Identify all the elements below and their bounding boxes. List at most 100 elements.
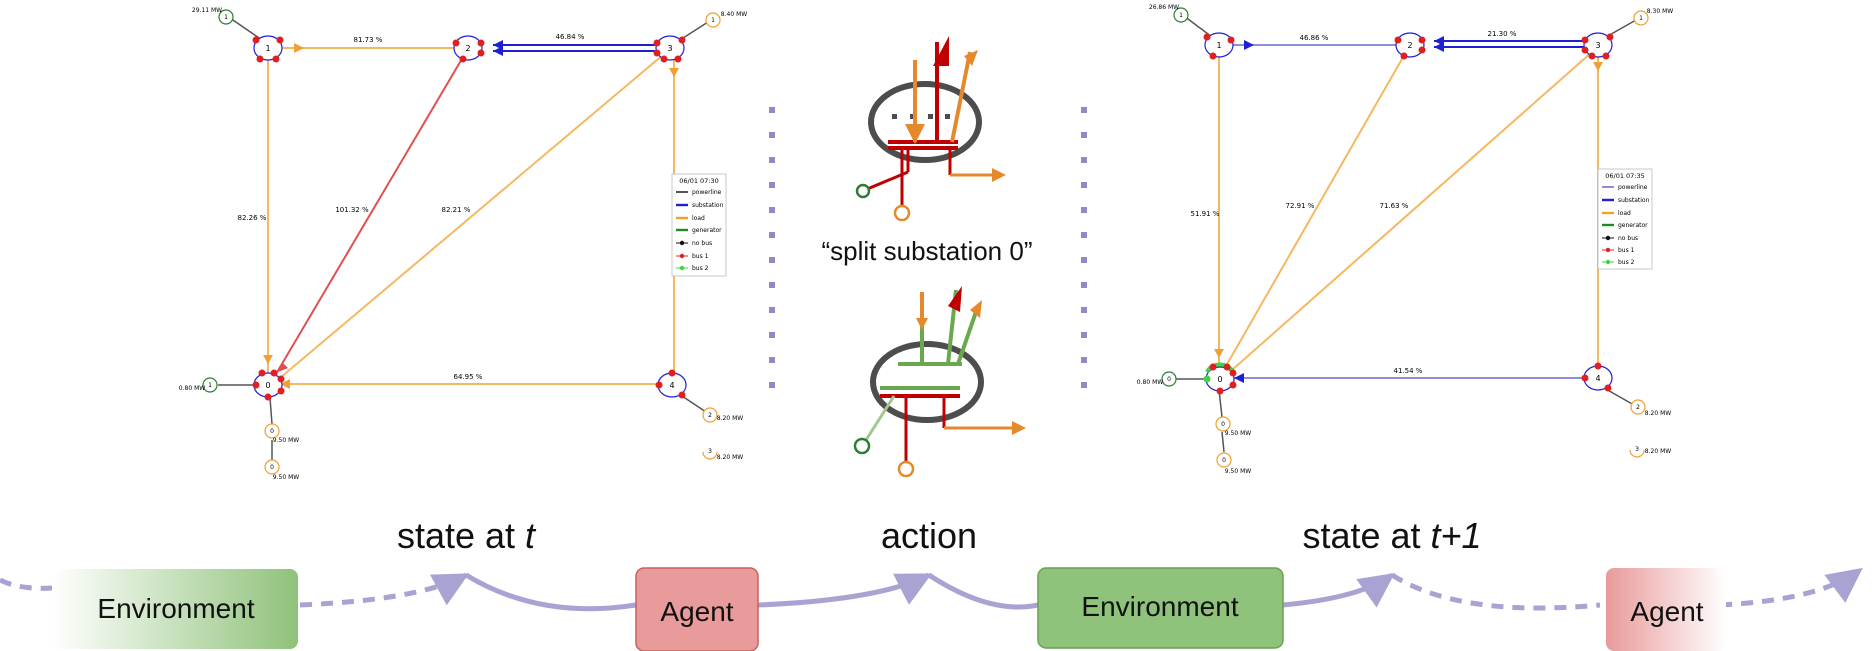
substation-node-3: 3: [653, 35, 686, 63]
line-label: 82.26 %: [238, 214, 267, 222]
caption-state-t1-prefix: state at: [1302, 515, 1430, 556]
legend-box: 06/01 07:30 powerline substation load ge…: [671, 173, 727, 277]
mw-label: 8.30 MW: [1647, 8, 1673, 15]
node-label: 0: [1217, 375, 1222, 384]
line-label: 64.95 %: [454, 373, 483, 381]
substation-node-2: 2: [1394, 32, 1426, 60]
line-label: 72.91 %: [1286, 202, 1315, 210]
small-node-label: 1: [711, 17, 715, 24]
substation-node-2: 2: [452, 35, 485, 63]
gen-link: [1183, 15, 1213, 38]
caption-state-t-prefix: state at: [397, 515, 525, 556]
small-node-label: 2: [1636, 404, 1640, 411]
legend-item: powerline: [676, 189, 722, 196]
legend-box: 06/01 07:35 powerline substation load ge…: [1597, 168, 1653, 270]
load-link: [269, 397, 273, 425]
grid-state-t1: 46.86 % 21.30 % 51.91 % 72.91 % 71.63 % …: [1137, 4, 1673, 475]
node-label: 2: [1407, 41, 1412, 50]
flow-state-t1-to-agent: [1390, 572, 1601, 611]
flow-arrow: [294, 43, 304, 53]
legend-item: bus 2: [676, 265, 709, 272]
node-label: 0: [265, 381, 270, 390]
flow-arrow: [669, 68, 679, 77]
legend-item: no bus: [676, 240, 712, 247]
line-label: 46.86 %: [1300, 34, 1329, 42]
mw-label: 0.80 MW: [179, 385, 205, 392]
flow-action-to-env: [927, 572, 1039, 610]
node-label: 4: [1595, 374, 1600, 383]
flow-arrow: [1593, 62, 1603, 71]
flow-arrow: [1214, 349, 1224, 358]
line-label: 82.21 %: [442, 206, 471, 214]
flow-arrow: [1244, 40, 1254, 50]
substation-icon-after: [853, 286, 1026, 478]
substation-node-1: 1: [252, 35, 284, 63]
legend-item: bus 1: [676, 253, 709, 260]
load-node: [702, 407, 718, 423]
generator-node: [218, 9, 234, 25]
line-label: 51.91 %: [1191, 210, 1220, 218]
substation-node-4: 4: [655, 369, 687, 399]
mw-label: 0.80 MW: [1137, 379, 1163, 386]
small-node-label: 1: [1179, 12, 1183, 19]
legend-item: no bus: [1602, 235, 1638, 242]
load-node: [264, 423, 280, 439]
caption-state-t: state at t: [397, 515, 537, 556]
svg-text:powerline: powerline: [692, 189, 722, 196]
caption-action: action: [881, 515, 977, 556]
agent-box-1-label: Agent: [660, 596, 733, 627]
mw-label: 8.20 MW: [1645, 410, 1671, 417]
legend-item: substation: [676, 202, 724, 209]
mw-label: 9.50 MW: [273, 437, 299, 444]
flow-arrow: [280, 379, 290, 389]
substation-node-0: 0: [1203, 362, 1237, 395]
environment-box-1-label: Environment: [97, 593, 254, 624]
environment-box-2: Environment: [1037, 567, 1284, 649]
line-label: 41.54 %: [1394, 367, 1423, 375]
line-2-0: [275, 51, 467, 375]
small-node-label: 3: [1635, 446, 1639, 453]
environment-box-2-label: Environment: [1081, 591, 1238, 622]
legend-title: 06/01 07:35: [1605, 172, 1645, 180]
line-2-0: [1225, 51, 1407, 367]
line-label: 71.63 %: [1380, 202, 1409, 210]
legend-item: substation: [1602, 197, 1650, 204]
mw-label: 9.50 MW: [1225, 430, 1251, 437]
small-node-label: 0: [270, 428, 274, 435]
mw-label: 8.20 MW: [717, 415, 743, 422]
generator-node: [202, 377, 218, 393]
legend-item: bus 1: [1602, 247, 1635, 254]
svg-text:no bus: no bus: [692, 240, 712, 247]
mw-label: 26.86 MW: [1149, 4, 1179, 11]
environment-box-1: Environment: [52, 569, 298, 649]
flow-env-to-state-t1: [1282, 572, 1395, 608]
svg-text:bus 2: bus 2: [1618, 259, 1635, 266]
substation-node-3: 3: [1581, 32, 1614, 60]
load-link: [1218, 389, 1223, 418]
svg-text:substation: substation: [692, 202, 724, 209]
node-label: 3: [1595, 41, 1600, 50]
legend-item: load: [676, 215, 705, 222]
substation-node-1: 1: [1203, 32, 1235, 60]
line-3-0: [1231, 51, 1593, 371]
small-node-label: 0: [270, 464, 274, 471]
svg-text:bus 2: bus 2: [692, 265, 709, 272]
legend-item: load: [1602, 210, 1631, 217]
mw-label: 9.50 MW: [273, 474, 299, 481]
node-label: 2: [465, 44, 470, 53]
generator-node: [1161, 371, 1177, 387]
flow-agent-to-action: [757, 572, 933, 608]
svg-text:generator: generator: [692, 227, 722, 234]
small-node-label: 2: [708, 412, 712, 419]
small-node-label: 1: [224, 14, 228, 21]
line-label: 21.30 %: [1488, 30, 1517, 38]
line-label: 81.73 %: [354, 36, 383, 44]
legend-item: bus 2: [1602, 259, 1635, 266]
flow-dashed-in: [0, 577, 53, 591]
agent-box-2-label: Agent: [1630, 596, 1703, 627]
load-node: [1215, 416, 1231, 432]
substation-node-4: 4: [1581, 362, 1613, 392]
line-label: 46.84 %: [556, 33, 585, 41]
flow-arrow: [493, 46, 503, 56]
